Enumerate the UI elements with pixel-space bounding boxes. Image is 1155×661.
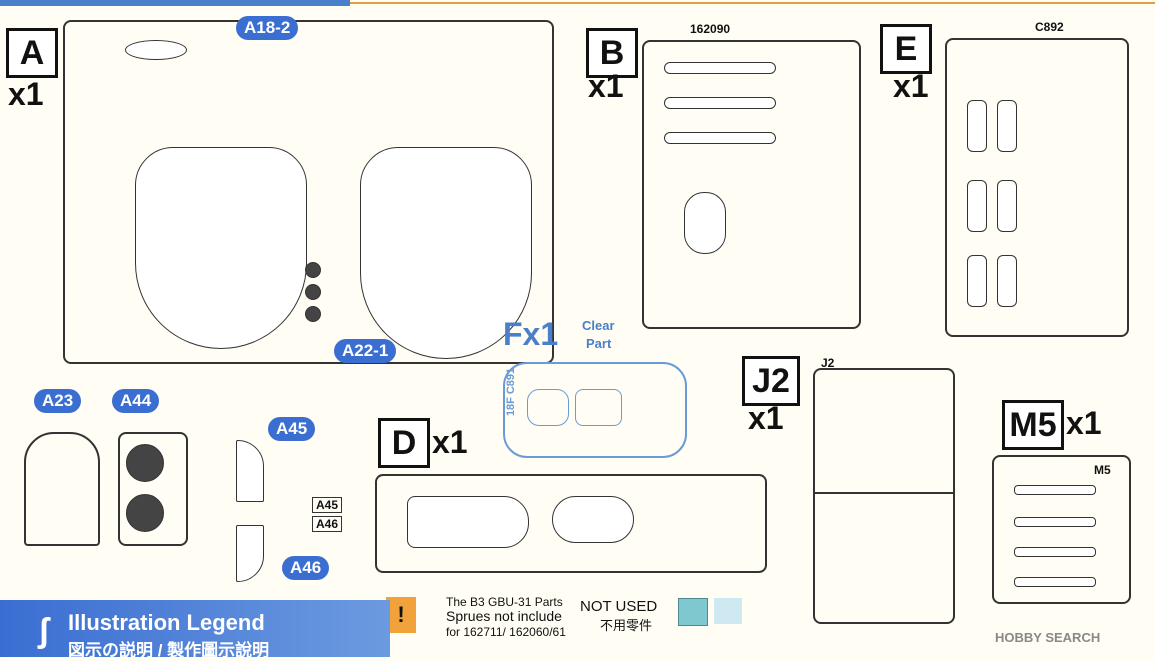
sprue-j2-tag: J2 — [821, 356, 835, 370]
missile-part — [1014, 485, 1096, 495]
canopy-part — [575, 389, 622, 426]
tank-part — [684, 192, 726, 254]
logo-icon: ʃ — [38, 612, 50, 650]
legend-bar — [0, 600, 390, 657]
callout-a46: A46 — [282, 556, 330, 580]
wheel-part — [126, 444, 164, 482]
top-rule — [350, 2, 1155, 4]
sprue-a44-frame — [118, 432, 188, 546]
seat-part — [552, 496, 634, 543]
callout-a22-1: A22-1 — [334, 339, 397, 363]
fuselage-top-part — [135, 147, 307, 349]
callout-a44: A44 — [112, 389, 160, 413]
wheel-part — [305, 306, 321, 322]
pylon-part — [997, 100, 1017, 152]
a45-tag: A45 — [312, 497, 343, 513]
sprue-b-frame — [642, 40, 861, 329]
pylon-part — [967, 255, 987, 307]
missile-part — [1014, 547, 1096, 557]
top-accent-bar — [0, 0, 350, 6]
pylon-part — [997, 180, 1017, 232]
cockpit-tub-part — [407, 496, 529, 548]
sprue-f-clear: Clear — [582, 318, 615, 333]
sprue-f-code: 18F C891 — [505, 367, 518, 417]
canopy-part — [527, 389, 569, 426]
wheel-part — [126, 494, 164, 532]
tail-fin-part — [236, 440, 264, 502]
sprue-m5-frame: M5 — [992, 455, 1131, 604]
legend-subtitle: 図示の説明 / 製作圖示說明 — [68, 641, 270, 660]
sprue-e-count: x1 — [893, 68, 929, 104]
sprue-b-code: 162090 — [690, 22, 731, 36]
note-line-3: for 162711/ 162060/61 — [446, 625, 566, 639]
sprue-j2-letter: J2 — [742, 356, 800, 406]
sprue-divider — [815, 492, 953, 494]
sprue-d-letter: D — [378, 418, 430, 468]
canopy-shape-part — [125, 40, 187, 60]
sprue-e-frame — [945, 38, 1129, 337]
sprue-e-code: C892 — [1035, 20, 1064, 34]
missile-part — [1014, 517, 1096, 527]
pylon-part — [967, 180, 987, 232]
sprue-a-letter: A — [6, 28, 58, 78]
sprue-m5-count: x1 — [1066, 405, 1102, 441]
sprue-e-letter: E — [880, 24, 932, 74]
not-used-swatch-light — [714, 598, 742, 624]
not-used-swatch — [678, 598, 708, 626]
not-used-cn-label: 不用零件 — [600, 618, 653, 633]
sprue-b-letter: B — [586, 28, 638, 78]
callout-a23: A23 — [34, 389, 82, 413]
sprue-j2-frame: J2 — [813, 356, 955, 624]
missile-part — [664, 97, 776, 109]
note-line-2: Sprues not include — [446, 608, 562, 624]
not-used-label: NOT USED — [580, 598, 658, 615]
note-line-1: The B3 GBU-31 Parts — [446, 595, 563, 609]
wheel-part — [305, 262, 321, 278]
sprue-a-count: x1 — [8, 76, 44, 112]
sprue-b-count: x1 — [588, 68, 624, 104]
pylon-part — [967, 100, 987, 152]
callout-a45: A45 — [268, 417, 316, 441]
legend-title: Illustration Legend — [68, 610, 265, 635]
pylon-part — [997, 255, 1017, 307]
fuselage-bottom-part — [360, 147, 532, 359]
sprue-d-frame — [375, 474, 767, 573]
sprue-m5-letter: M5 — [1002, 400, 1064, 450]
sprue-d-count: x1 — [432, 424, 468, 460]
sprue-a23-frame — [24, 432, 100, 546]
sprue-f-part: Part — [586, 336, 612, 351]
sprue-m5-tag: M5 — [1094, 463, 1111, 477]
callout-a18-2: A18-2 — [236, 16, 299, 40]
missile-part — [664, 62, 776, 74]
warning-icon: ! — [386, 597, 416, 633]
watermark: HOBBY SEARCH — [995, 630, 1101, 645]
sprue-a-frame — [63, 20, 554, 364]
tail-fin-part — [236, 525, 264, 582]
missile-part — [664, 132, 776, 144]
missile-part — [1014, 577, 1096, 587]
wheel-part — [305, 284, 321, 300]
sprue-f-letter: Fx1 — [503, 316, 559, 352]
a46-tag: A46 — [312, 516, 343, 532]
sprue-j2-count: x1 — [748, 400, 784, 436]
clear-sprue-frame — [503, 362, 687, 458]
